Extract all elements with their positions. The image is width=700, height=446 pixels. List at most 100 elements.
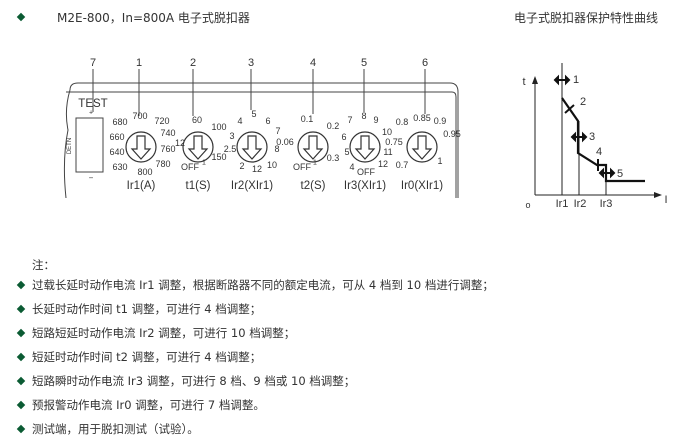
scale-label: 630	[112, 162, 127, 172]
scale-label: 8	[361, 111, 366, 121]
dial-ir2[interactable]	[236, 131, 268, 163]
callout-6: 6	[422, 57, 428, 69]
scale-label: 680	[112, 117, 127, 127]
list-item: 短路瞬时动作电流 Ir3 调整，可进行 8 档、9 档或 10 档调整；	[32, 374, 356, 388]
callout-1: 1	[136, 57, 142, 69]
scale-label: 3	[229, 131, 234, 141]
trip-unit-diagram: TEST + − DETN 7 1 2 3 4 5 6 680 700 720 …	[63, 57, 668, 210]
adjust-markers	[553, 74, 616, 179]
scale-label: 7	[275, 126, 280, 136]
dial-ir0[interactable]	[406, 131, 438, 163]
scale-label: 6	[341, 132, 346, 142]
list-item: 过载长延时动作电流 Ir1 调整，根据断路器不同的额定电流，可从 4 档到 10…	[32, 278, 494, 292]
scale-label: 5	[344, 147, 349, 157]
list-item: 短路短延时动作电流 Ir2 调整，可进行 10 档调整；	[32, 326, 296, 340]
scale-label: 720	[154, 116, 169, 126]
scale-label: 4	[349, 162, 354, 172]
x-tick-ir2: Ir2	[574, 198, 587, 210]
panel-inner-outline	[66, 91, 457, 198]
scale-label: 12	[175, 138, 185, 148]
x-tick-ir3: Ir3	[600, 198, 613, 210]
x-tick-ir1: Ir1	[556, 198, 569, 210]
dial-t1-scale: 60 100 150 12 OFF 1	[175, 115, 227, 172]
notes-heading: 注：	[32, 258, 55, 272]
marker-label-3: 3	[589, 131, 595, 143]
dial-t1[interactable]	[182, 131, 214, 163]
scale-label: 9	[373, 115, 378, 125]
panel-left-edge	[63, 89, 71, 199]
scale-label: OFF	[181, 162, 199, 172]
scale-label: 4	[237, 116, 242, 126]
bullet-icon	[16, 352, 26, 362]
bullet-icon	[16, 280, 26, 290]
callout-5: 5	[361, 57, 367, 69]
scale-label: 5	[251, 109, 256, 119]
scale-label: 100	[211, 122, 226, 132]
marker-label-4: 4	[596, 146, 602, 158]
scale-label: 11	[383, 147, 392, 157]
list-item: 短延时动作时间 t2 调整，可进行 4 档调整；	[32, 350, 262, 364]
marker-label-1: 1	[573, 74, 579, 86]
scale-label: 10	[382, 127, 392, 137]
dial-name-t2: t2(S)	[301, 180, 326, 192]
callout-4: 4	[310, 57, 316, 69]
dial-name-ir2: Ir2(XIr1)	[231, 180, 273, 192]
dial-t2-scale: 0.1 0.2 0.06 0.3 OFF 1	[276, 114, 339, 172]
test-port[interactable]	[75, 117, 104, 173]
scale-label: OFF	[357, 167, 375, 177]
scale-label: 60	[192, 115, 202, 125]
list-item: 预报警动作电流 Ir0 调整，可进行 7 档调整。	[32, 398, 265, 412]
scale-label: 740	[160, 128, 175, 138]
dial-name-ir3: Ir3(XIr1)	[344, 180, 386, 192]
scale-label: 2.5	[224, 144, 237, 154]
callout-7: 7	[90, 57, 96, 69]
scale-label: 0.95	[443, 129, 461, 139]
dial-ir0-scale: 0.85 0.8 0.9 0.95 0.75 0.7 1	[385, 113, 461, 170]
dial-ir1[interactable]	[125, 131, 157, 163]
x-axis-label: I	[664, 194, 667, 206]
dial-ir3[interactable]	[349, 131, 381, 163]
test-side-label: DETN	[67, 138, 73, 154]
scale-label: 0.2	[327, 121, 340, 131]
scale-label: 0.7	[396, 160, 409, 170]
callout-3: 3	[248, 57, 254, 69]
list-item: 长延时动作时间 t1 调整，可进行 4 档调整；	[32, 302, 262, 316]
scale-label: 700	[132, 111, 147, 121]
scale-label: 150	[211, 152, 226, 162]
scale-label: 780	[155, 159, 170, 169]
scale-label: 0.9	[434, 116, 447, 126]
dial-ir1-scale: 680 700 720 740 760 780 800 630 640 660	[109, 111, 175, 177]
scale-label: 1	[437, 156, 442, 166]
x-axis-arrow-icon	[654, 192, 662, 198]
bullet-icon	[16, 304, 26, 314]
dial-name-ir0: Ir0(XIr1)	[401, 180, 443, 192]
marker-label-2: 2	[580, 96, 586, 108]
bullet-icon	[16, 400, 26, 410]
scale-label: 6	[265, 116, 270, 126]
scale-label: 800	[137, 167, 152, 177]
scale-label: 0.85	[413, 113, 431, 123]
scale-label: 1	[202, 160, 206, 167]
scale-label: 2	[239, 161, 244, 171]
scale-label: 7	[347, 115, 352, 125]
scale-label: 660	[109, 132, 124, 142]
marker-label-5: 5	[617, 168, 623, 180]
dial-t2[interactable]	[297, 131, 329, 163]
dial-name-ir1: Ir1(A)	[127, 180, 156, 192]
dial-ir3-scale: 8 7 9 6 10 5 11 4 OFF 12	[341, 111, 392, 177]
list-item: 测试端，用于脱扣测试（试验）。	[32, 422, 199, 436]
scale-label: 640	[109, 147, 124, 157]
bullet-icon	[16, 424, 26, 434]
scale-label: 0.3	[327, 153, 340, 163]
test-plus-sign: +	[89, 110, 93, 117]
callouts: 7 1 2 3 4 5 6	[90, 57, 428, 116]
protection-curve-chart: 1 2 3 4 5 t I o Ir1 Ir2 Ir3	[522, 63, 668, 210]
test-minus-sign: −	[89, 174, 94, 183]
scale-label: 0.06	[276, 137, 294, 147]
dial-name-t1: t1(S)	[186, 180, 211, 192]
bullet-icon	[16, 376, 26, 386]
y-axis-label: t	[522, 76, 525, 88]
panel-outer-outline	[69, 82, 459, 198]
scale-label: 12	[378, 159, 388, 169]
scale-label: 1	[313, 160, 317, 167]
